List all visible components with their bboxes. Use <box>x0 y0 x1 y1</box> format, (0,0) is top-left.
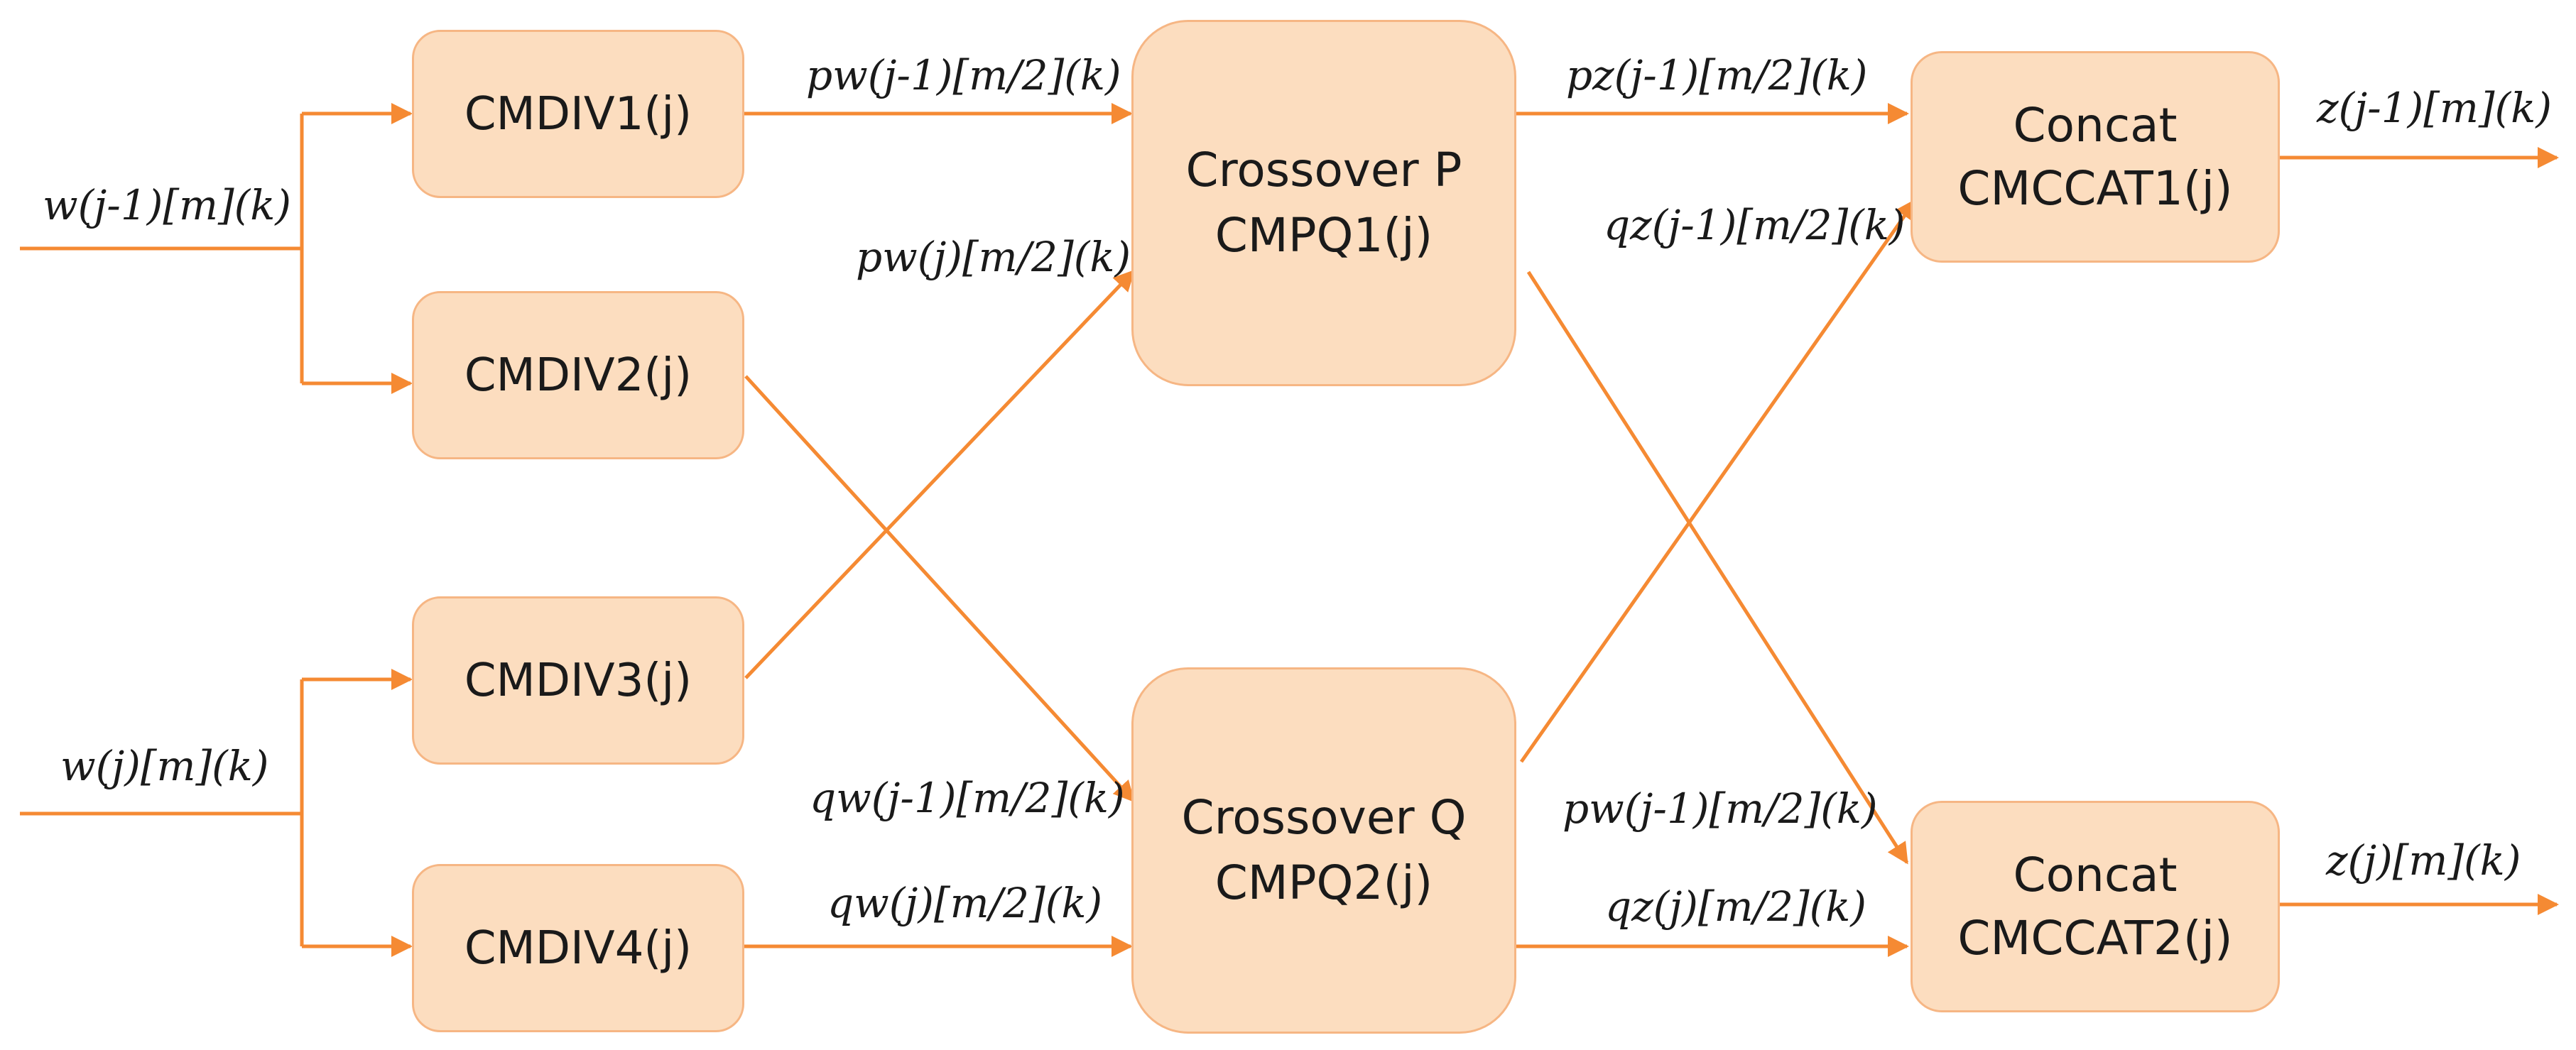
label-pw-cur: pw(j)[m/2](k) <box>856 233 1131 281</box>
block-cmdiv4-label: CMDIV4(j) <box>464 922 692 975</box>
block-cmdiv1: CMDIV1(j) <box>412 30 744 198</box>
label-output-2: z(j)[m](k) <box>2326 836 2521 885</box>
label-input-2: w(j)[m](k) <box>60 742 269 790</box>
block-cmdiv2: CMDIV2(j) <box>412 291 744 459</box>
label-pw-prev-right: pw(j-1)[m/2](k) <box>1563 784 1878 833</box>
block-cmdiv3-label: CMDIV3(j) <box>464 654 692 707</box>
label-qw-prev: qw(j-1)[m/2](k) <box>810 774 1125 822</box>
block-crossover-p: Crossover P CMPQ1(j) <box>1131 20 1516 386</box>
label-pw-prev: pw(j-1)[m/2](k) <box>806 51 1121 99</box>
crossover-p-title: Crossover P <box>1185 142 1462 197</box>
label-qw-cur: qw(j)[m/2](k) <box>827 879 1103 927</box>
arrow-div3-crossp <box>744 269 1136 679</box>
concat-1-title: Concat <box>2013 97 2178 153</box>
label-pz-prev: pz(j-1)[m/2](k) <box>1566 51 1868 99</box>
concat-2-title: Concat <box>2013 847 2178 902</box>
block-cmdiv2-label: CMDIV2(j) <box>464 349 692 402</box>
block-concat-2: Concat CMCCAT2(j) <box>1911 801 2280 1012</box>
label-output-1: z(j-1)[m](k) <box>2317 84 2552 132</box>
block-crossover-q: Crossover Q CMPQ2(j) <box>1131 667 1516 1034</box>
block-cmdiv1-label: CMDIV1(j) <box>464 87 692 141</box>
crossover-q-title: Crossover Q <box>1181 789 1467 845</box>
arrow-crossp-cat2 <box>1526 270 1909 865</box>
block-concat-1: Concat CMCCAT1(j) <box>1911 51 2280 263</box>
label-qz-cur: qz(j)[m/2](k) <box>1605 882 1867 931</box>
arrow-div2-crossq <box>744 375 1136 803</box>
label-qz-prev: qz(j-1)[m/2](k) <box>1604 201 1906 249</box>
concat-1-id: CMCCAT1(j) <box>1957 161 2233 216</box>
block-cmdiv4: CMDIV4(j) <box>412 864 744 1032</box>
crossover-p-id: CMPQ1(j) <box>1214 208 1433 263</box>
crossover-q-id: CMPQ2(j) <box>1214 855 1433 910</box>
concat-2-id: CMCCAT2(j) <box>1957 911 2233 966</box>
arrow-crossq-cat1 <box>1519 198 1918 763</box>
label-input-1: w(j-1)[m](k) <box>43 181 292 229</box>
block-cmdiv3: CMDIV3(j) <box>412 596 744 765</box>
